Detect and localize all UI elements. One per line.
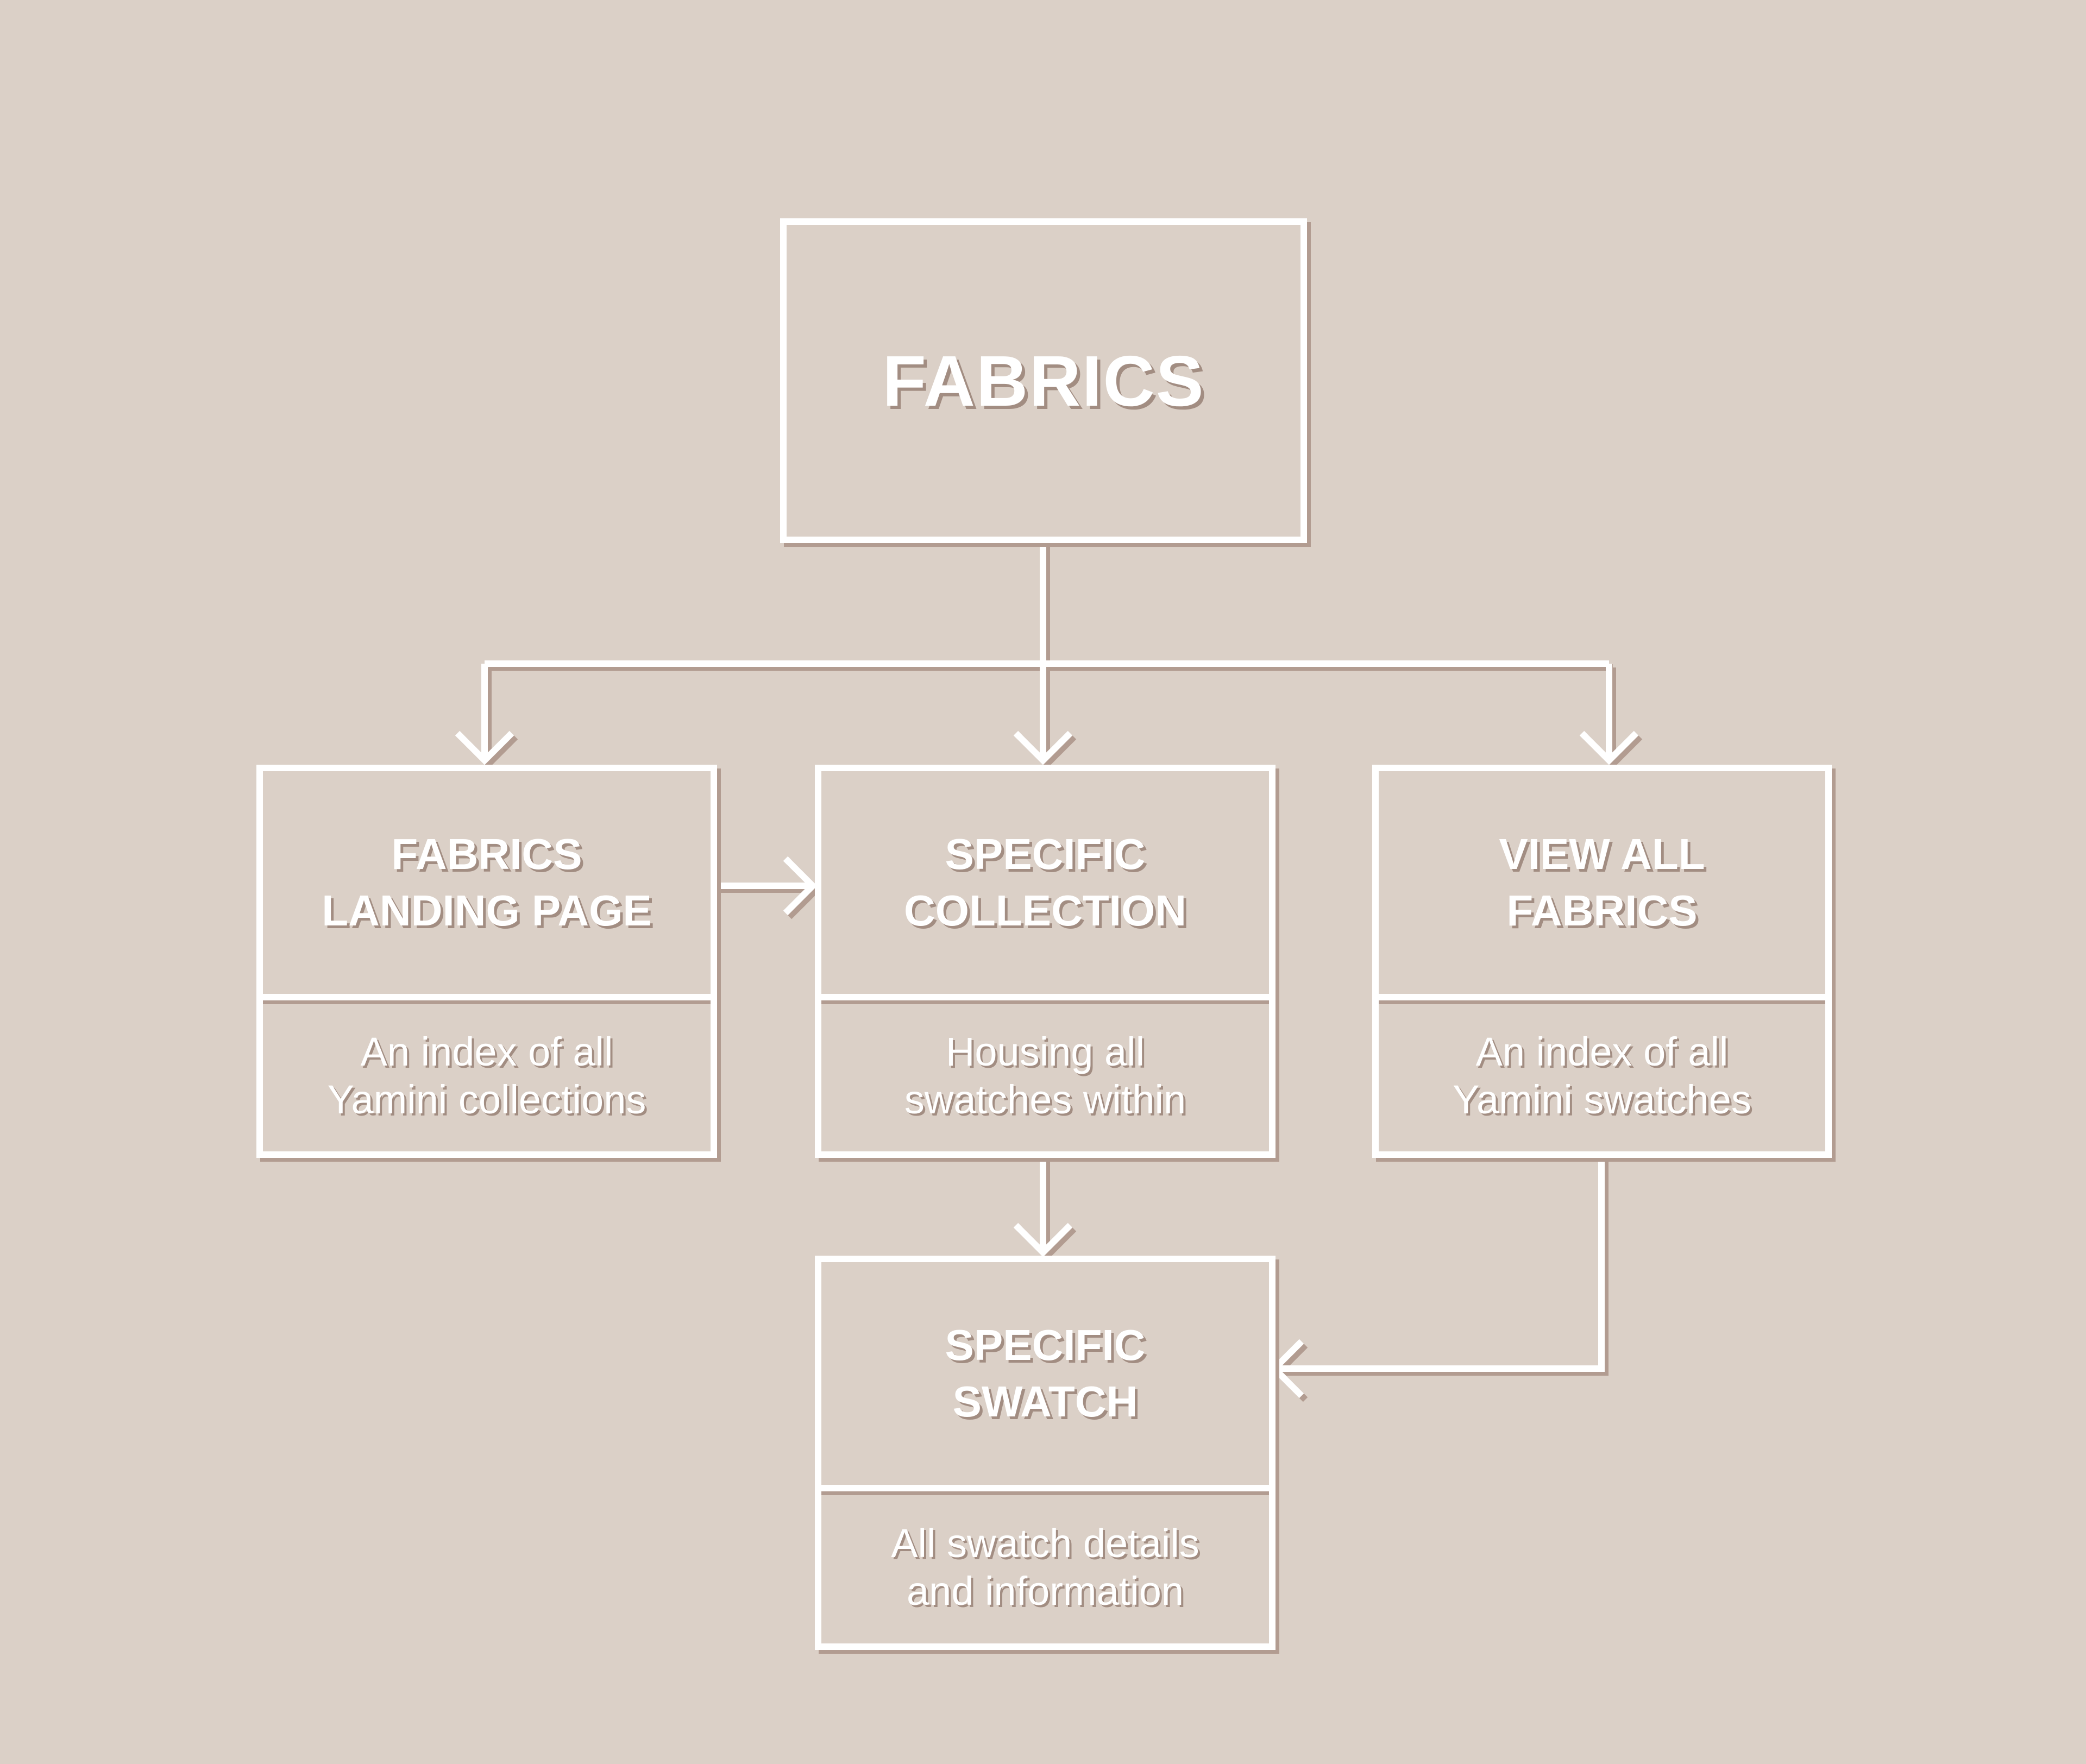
connector-view-all-to-swatch [1274,1157,1605,1372]
node-specific-swatch: SPECIFIC SWATCH All swatch details and i… [815,1256,1276,1650]
arrow-head-collection-to-swatch [1013,1223,1073,1257]
node-fabrics: FABRICS [780,218,1307,543]
node-view-all-desc-line-2: Yamini swatches [1453,1077,1751,1122]
node-landing-title-line-2: LANDING PAGE [322,886,652,935]
node-swatch-title-line-2: SWATCH [952,1377,1138,1426]
node-landing-desc-line-1: An index of all [360,1029,613,1074]
node-specific-collection: SPECIFIC COLLECTION Housing all swatches… [815,765,1276,1158]
node-view-all-fabrics: VIEW ALL FABRICS An index of all Yamini … [1372,765,1832,1158]
arrow-head-landing [455,730,514,765]
node-swatch-desc-line-2: and information [906,1568,1184,1614]
node-swatch-description: All swatch details and information [821,1491,1269,1643]
node-view-all-divider [1379,994,1825,1000]
node-swatch-divider [821,1485,1269,1491]
node-landing-description: An index of all Yamini collections [263,1000,711,1151]
node-swatch-title: SPECIFIC SWATCH [821,1262,1269,1485]
node-collection-desc-line-2: swatches within [904,1077,1186,1122]
arrow-head-landing-to-collection [783,856,818,916]
node-view-all-title-line-1: VIEW ALL [1499,830,1705,878]
node-view-all-description: An index of all Yamini swatches [1379,1000,1825,1151]
node-fabrics-title: FABRICS [882,341,1205,421]
node-landing-desc-line-2: Yamini collections [327,1077,646,1122]
node-collection-divider [821,994,1269,1000]
node-view-all-desc-line-1: An index of all [1475,1029,1729,1074]
node-collection-title: SPECIFIC COLLECTION [821,771,1269,994]
node-landing-title-line-1: FABRICS [391,830,582,878]
arrow-head-collection [1013,730,1073,765]
node-view-all-title-line-2: FABRICS [1506,886,1698,935]
node-collection-title-line-2: COLLECTION [904,886,1186,935]
node-landing-title: FABRICS LANDING PAGE [263,771,711,994]
node-fabrics-landing-page: FABRICS LANDING PAGE An index of all Yam… [256,765,717,1158]
node-collection-title-line-1: SPECIFIC [945,830,1146,878]
node-collection-description: Housing all swatches within [821,1000,1269,1151]
connector-view-all-to-swatch [1278,1161,1609,1376]
node-landing-divider [263,994,711,1000]
node-collection-desc-line-1: Housing all [945,1029,1145,1074]
node-swatch-desc-line-1: All swatch details [891,1521,1199,1566]
arrow-head-view-all [1579,730,1639,765]
node-view-all-title: VIEW ALL FABRICS [1379,771,1825,994]
node-swatch-title-line-1: SPECIFIC [945,1321,1146,1369]
